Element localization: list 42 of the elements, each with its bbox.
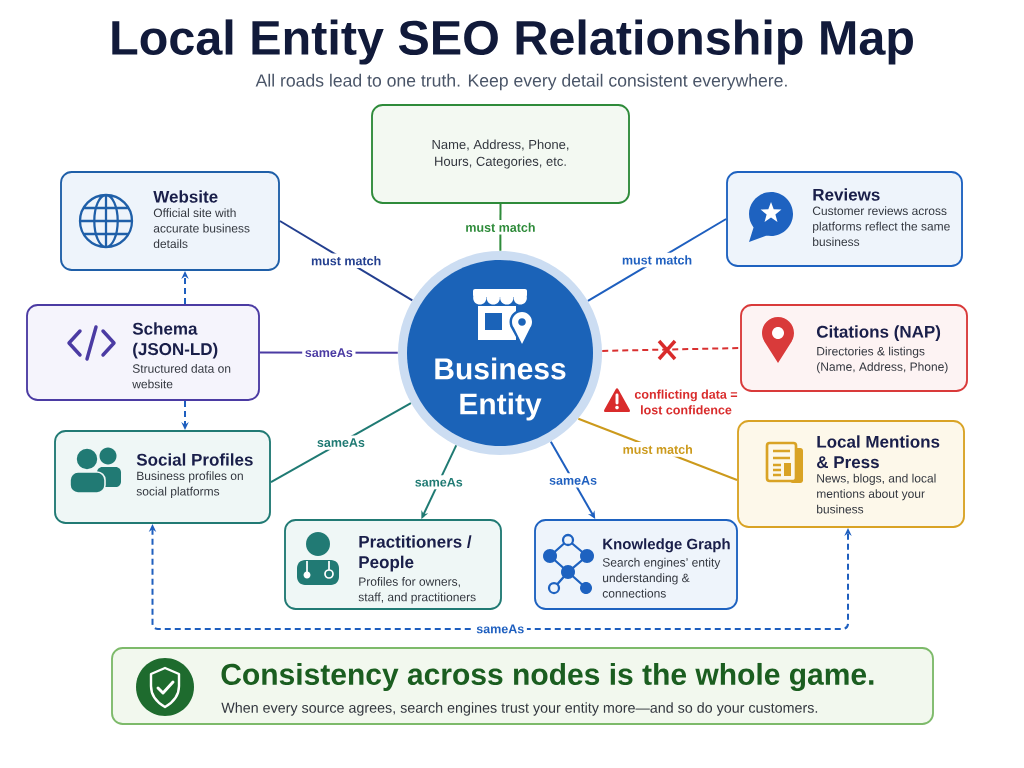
info-card [737,420,965,528]
warning-text: conflicting data = lost confidence [634,389,738,415]
edge-label: must match [462,220,539,235]
info-card [534,519,738,610]
description: Customer reviews across platforms reflect the same business [812,206,950,247]
info-card [26,304,260,401]
info-card [726,171,963,267]
description: Directories & listings (Name, Address, Phone) [817,346,948,374]
description: When every source agrees, search engines trust your entity more—and so do your customers. [221,702,818,716]
heading: Website [153,190,218,203]
heading: Social Profiles [136,453,253,466]
edge-label: sameAs [412,475,466,490]
heading: Consistency across nodes is the whole game. [221,662,874,692]
description: News, blogs, and local mentions about your business [817,473,936,514]
heading: Practitioners / People [359,535,472,572]
description: Profiles for owners, staff, and practitioners [358,577,476,604]
node-title: Business Entity [435,357,566,421]
edge-label: sameAs [473,621,527,636]
heading: Schema (JSON-LD) [132,322,218,359]
description: Search engines’ entity understanding & connections [602,557,721,598]
edge-label: must match [619,442,696,457]
heading: Knowledge Graph [603,538,730,553]
edge-label: sameAs [302,345,356,360]
edge-label: sameAs [314,435,368,450]
edge-label: must match [619,252,695,268]
info-card [54,430,271,524]
info-card [284,519,502,610]
description: Structured data on website [132,364,231,389]
info-card [60,171,280,271]
heading: Reviews [813,188,880,201]
description: Name, Address, Phone, Hours, Categories, etc. [432,139,569,169]
info-card [740,304,968,392]
heading: Local Mentions & Press [817,435,940,469]
entity-circle [398,251,602,455]
heading: Citations (NAP) [816,325,941,342]
description: Official site with accurate business details [153,208,250,249]
description: Business profiles on social platforms [136,471,243,498]
edge-label: sameAs [546,473,600,488]
edge-label: must match [308,253,384,268]
info-card [371,104,630,204]
banner [111,647,934,725]
title: Local Entity SEO Relationship Map [112,19,913,65]
